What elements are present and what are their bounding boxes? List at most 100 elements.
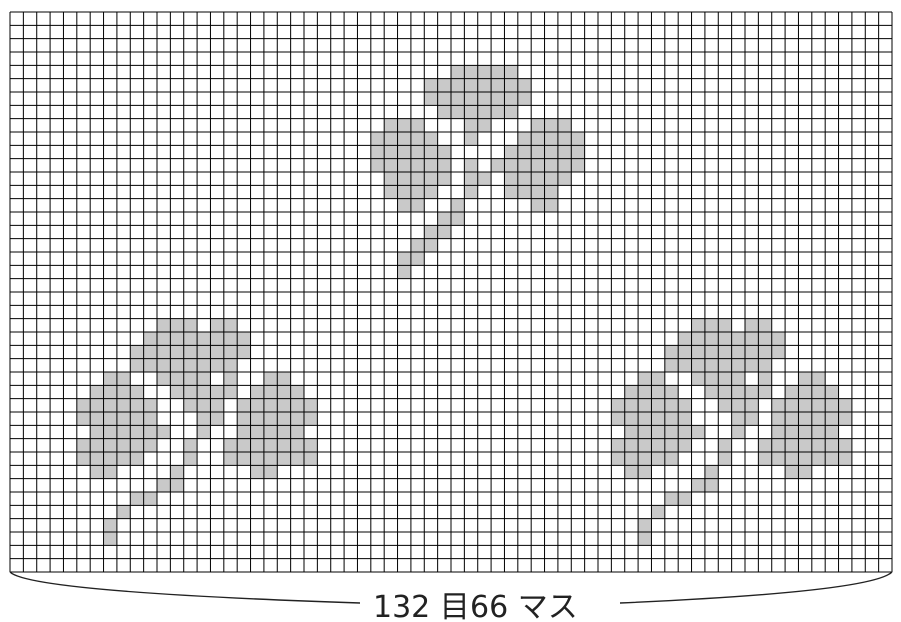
clover-right-cell <box>718 385 731 398</box>
clover-right-cell <box>812 452 825 465</box>
clover-top-cell <box>438 172 451 185</box>
clover-right-cell <box>638 412 651 425</box>
clover-top-cell <box>504 185 517 198</box>
clover-right-cell <box>745 345 758 358</box>
clover-right-cell <box>651 385 664 398</box>
clover-right-cell <box>678 492 691 505</box>
clover-right-cell <box>732 372 745 385</box>
clover-top-cell <box>518 159 531 172</box>
clover-left-cell <box>291 439 304 452</box>
clover-top-cell <box>464 65 477 78</box>
clover-top-cell <box>398 132 411 145</box>
clover-right-cell <box>798 439 811 452</box>
clover-left-cell <box>251 439 264 452</box>
clover-top-cell <box>384 145 397 158</box>
clover-top-cell <box>545 185 558 198</box>
clover-left-cell <box>264 399 277 412</box>
clover-left-cell <box>224 332 237 345</box>
clover-right-cell <box>772 439 785 452</box>
clover-right-cell <box>758 439 771 452</box>
clover-left-cell <box>170 332 183 345</box>
clover-top-cell <box>478 172 491 185</box>
clover-left-cell <box>184 385 197 398</box>
clover-top-cell <box>398 185 411 198</box>
clover-left-cell <box>117 425 130 438</box>
measure-bracket-right <box>620 572 892 603</box>
clover-top-cell <box>464 79 477 92</box>
clover-top-cell <box>531 185 544 198</box>
clover-left-cell <box>104 372 117 385</box>
clover-right-cell <box>692 332 705 345</box>
clover-right-cell <box>745 385 758 398</box>
clover-top-cell <box>518 145 531 158</box>
clover-left-cell <box>224 439 237 452</box>
clover-left-cell <box>251 385 264 398</box>
clover-left-cell <box>304 399 317 412</box>
clover-left-cell <box>304 452 317 465</box>
clover-left-cell <box>170 372 183 385</box>
clover-right-cell <box>758 452 771 465</box>
clover-left-cell <box>277 399 290 412</box>
clover-left-cell <box>90 465 103 478</box>
clover-left-cell <box>224 372 237 385</box>
clover-right-cell <box>745 412 758 425</box>
clover-left-cell <box>157 319 170 332</box>
clover-left-cell <box>157 359 170 372</box>
clover-top-cell <box>478 119 491 132</box>
clover-top-cell <box>518 185 531 198</box>
clover-left-cell <box>237 345 250 358</box>
clover-top-cell <box>451 199 464 212</box>
clover-right-cell <box>625 412 638 425</box>
clover-left-cell <box>264 412 277 425</box>
clover-left-cell <box>144 425 157 438</box>
clover-right-cell <box>651 399 664 412</box>
clover-top-cell <box>491 159 504 172</box>
clover-top-cell <box>531 132 544 145</box>
clover-right-cell <box>692 319 705 332</box>
clover-left-cell <box>117 412 130 425</box>
clover-right-cell <box>638 465 651 478</box>
clover-top-cell <box>438 145 451 158</box>
clover-top-cell <box>424 92 437 105</box>
clover-right-cell <box>825 385 838 398</box>
clover-top-cell <box>451 79 464 92</box>
clover-top-cell <box>451 65 464 78</box>
clover-top-cell <box>398 159 411 172</box>
clover-left-cell <box>130 452 143 465</box>
clover-top-cell <box>531 199 544 212</box>
clover-left-cell <box>277 425 290 438</box>
clover-left-cell <box>251 412 264 425</box>
clover-top-cell <box>478 105 491 118</box>
clover-top-cell <box>411 185 424 198</box>
clover-left-cell <box>197 425 210 438</box>
clover-top-cell <box>438 159 451 172</box>
clover-right-cell <box>638 519 651 532</box>
clover-right-cell <box>678 399 691 412</box>
clover-top-cell <box>491 79 504 92</box>
clover-left-cell <box>210 399 223 412</box>
clover-top-cell <box>491 105 504 118</box>
clover-left-cell <box>77 439 90 452</box>
clover-top-cell <box>398 172 411 185</box>
clover-left-cell <box>170 385 183 398</box>
clover-right-cell <box>665 412 678 425</box>
clover-top-cell <box>545 172 558 185</box>
clover-left-cell <box>144 412 157 425</box>
clover-top-cell <box>424 159 437 172</box>
clover-right-cell <box>678 359 691 372</box>
clover-right-cell <box>839 452 852 465</box>
clover-top-cell <box>504 145 517 158</box>
clover-top-cell <box>438 92 451 105</box>
clover-right-cell <box>705 319 718 332</box>
clover-left-cell <box>277 372 290 385</box>
clover-left-cell <box>197 359 210 372</box>
clover-right-cell <box>839 439 852 452</box>
clover-left-cell <box>104 412 117 425</box>
clover-left-cell <box>184 372 197 385</box>
clover-right-cell <box>705 465 718 478</box>
clover-right-cell <box>625 425 638 438</box>
clover-right-cell <box>772 345 785 358</box>
clover-top-cell <box>478 92 491 105</box>
clover-top-cell <box>411 145 424 158</box>
clover-top-cell <box>464 159 477 172</box>
